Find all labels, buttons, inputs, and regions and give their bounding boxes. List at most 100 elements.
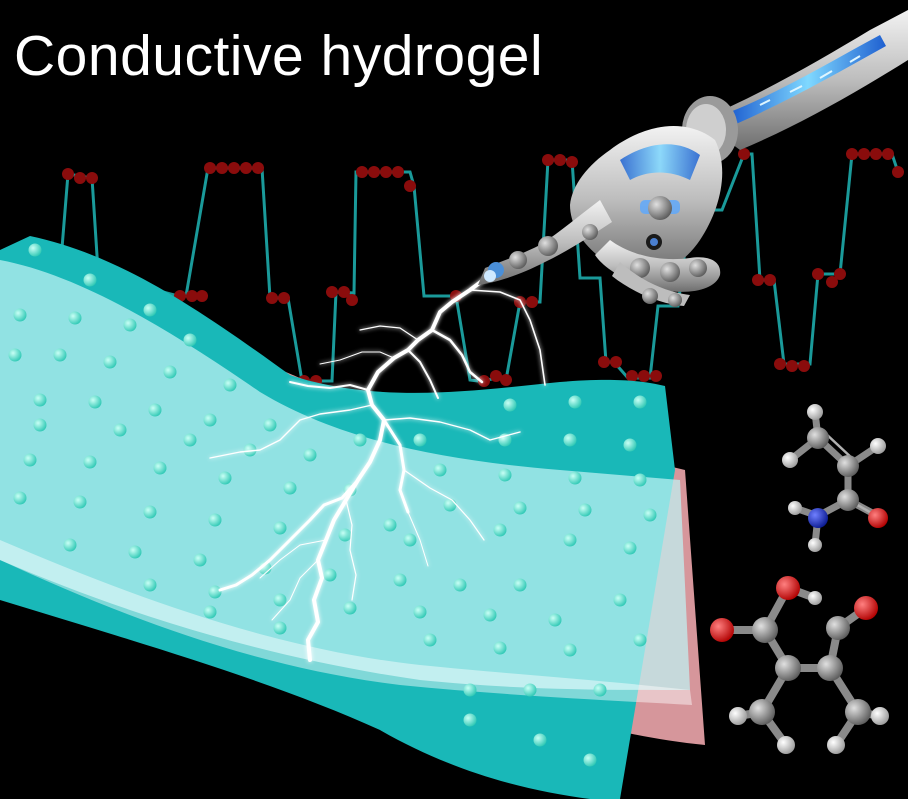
hydrogel-dot bbox=[203, 605, 217, 619]
hydrogel-dot bbox=[633, 633, 647, 647]
hydrogel-dot bbox=[28, 243, 42, 257]
hydrogel-dot bbox=[8, 348, 22, 362]
hydrogel-dot bbox=[593, 683, 607, 697]
signal-point bbox=[566, 156, 578, 168]
signal-point bbox=[326, 286, 338, 298]
hydrogel-dot bbox=[413, 605, 427, 619]
robotic-hand-icon bbox=[478, 10, 908, 307]
signal-point bbox=[196, 290, 208, 302]
signal-point bbox=[356, 166, 368, 178]
hydrogel-dot bbox=[218, 471, 232, 485]
hydrogel-dot bbox=[568, 395, 582, 409]
hydrogel-dot bbox=[263, 418, 277, 432]
signal-point bbox=[278, 292, 290, 304]
hydrogel-dot bbox=[123, 318, 137, 332]
hydrogel-dot bbox=[433, 463, 447, 477]
hydrogel-dot bbox=[423, 633, 437, 647]
hydrogel-dot bbox=[283, 481, 297, 495]
hydrogel-dot bbox=[568, 471, 582, 485]
signal-point bbox=[490, 370, 502, 382]
hydrogel-dot bbox=[583, 753, 597, 767]
hydrogel-dot bbox=[513, 501, 527, 515]
signal-point bbox=[882, 148, 894, 160]
signal-point bbox=[650, 370, 662, 382]
hydrogel-dot bbox=[83, 273, 97, 287]
hydrogel-dot bbox=[353, 433, 367, 447]
hydrogel-dot bbox=[143, 505, 157, 519]
hydrogel-dot bbox=[258, 561, 272, 575]
hydrogel-dot bbox=[633, 395, 647, 409]
hydrogel-dot bbox=[548, 613, 562, 627]
signal-point bbox=[392, 166, 404, 178]
hydrogel-dot bbox=[413, 433, 427, 447]
hydrogel-dot bbox=[33, 418, 47, 432]
lightning-bolt bbox=[209, 276, 546, 662]
hydrogel-dot bbox=[503, 398, 517, 412]
hydrogel-dot bbox=[88, 395, 102, 409]
signal-point bbox=[240, 162, 252, 174]
signal-point bbox=[870, 148, 882, 160]
signal-point bbox=[610, 356, 622, 368]
hydrogel-dot bbox=[323, 568, 337, 582]
hydrogel-dot bbox=[68, 311, 82, 325]
hydrogel-dot bbox=[273, 593, 287, 607]
hydrogel-dot bbox=[343, 601, 357, 615]
signal-point bbox=[346, 294, 358, 306]
hydrogel-dot bbox=[63, 538, 77, 552]
hydrogel-dot bbox=[13, 491, 27, 505]
signal-point bbox=[892, 166, 904, 178]
signal-point bbox=[858, 148, 870, 160]
figure-title: Conductive hydrogel bbox=[14, 24, 544, 88]
signal-point bbox=[526, 296, 538, 308]
hydrogel-dot bbox=[148, 403, 162, 417]
hydrogel-dot bbox=[623, 541, 637, 555]
signal-point bbox=[74, 172, 86, 184]
hydrogel-dot bbox=[563, 643, 577, 657]
hydrogel-dot bbox=[83, 455, 97, 469]
hydrogel-dot bbox=[443, 498, 457, 512]
hydrogel-dot bbox=[523, 683, 537, 697]
hydrogel-dot bbox=[453, 578, 467, 592]
hydrogel-edge-highlight bbox=[0, 540, 692, 705]
hydrogel-dot bbox=[463, 683, 477, 697]
signal-point bbox=[368, 166, 380, 178]
signal-point bbox=[186, 290, 198, 302]
signal-point bbox=[542, 154, 554, 166]
hydrogel-dots bbox=[8, 243, 657, 767]
hydrogel-dot bbox=[153, 461, 167, 475]
hydrogel-dot bbox=[243, 443, 257, 457]
hydrogel-dot bbox=[563, 433, 577, 447]
signal-point bbox=[216, 162, 228, 174]
hydrogel-dot bbox=[143, 578, 157, 592]
hydrogel-dot bbox=[208, 513, 222, 527]
signal-point bbox=[62, 168, 74, 180]
signal-point bbox=[500, 374, 512, 386]
hydrogel-dot bbox=[33, 393, 47, 407]
hydrogel-dot bbox=[193, 553, 207, 567]
hydrogel-dot bbox=[103, 355, 117, 369]
hydrogel-dot bbox=[563, 533, 577, 547]
signal-point bbox=[812, 268, 824, 280]
hydrogel-dot bbox=[203, 413, 217, 427]
hydrogel-dot bbox=[208, 585, 222, 599]
signal-point bbox=[266, 292, 278, 304]
signal-point bbox=[554, 154, 566, 166]
hydrogel-dot bbox=[223, 378, 237, 392]
hydrogel-dot bbox=[113, 423, 127, 437]
hydrogel-dot bbox=[578, 503, 592, 517]
signal-point bbox=[380, 166, 392, 178]
hydrogel-dot bbox=[633, 473, 647, 487]
hydrogel-dot bbox=[128, 545, 142, 559]
hydrogel-dot bbox=[53, 348, 67, 362]
hydrogel-dot bbox=[493, 523, 507, 537]
hydrogel-dot bbox=[183, 433, 197, 447]
hydrogel-dot bbox=[513, 578, 527, 592]
hydrogel-dot bbox=[183, 333, 197, 347]
hydrogel-dot bbox=[493, 641, 507, 655]
hydrogel-dot bbox=[303, 448, 317, 462]
signal-point bbox=[752, 274, 764, 286]
hydrogel-dot bbox=[483, 608, 497, 622]
signal-point bbox=[478, 375, 490, 387]
